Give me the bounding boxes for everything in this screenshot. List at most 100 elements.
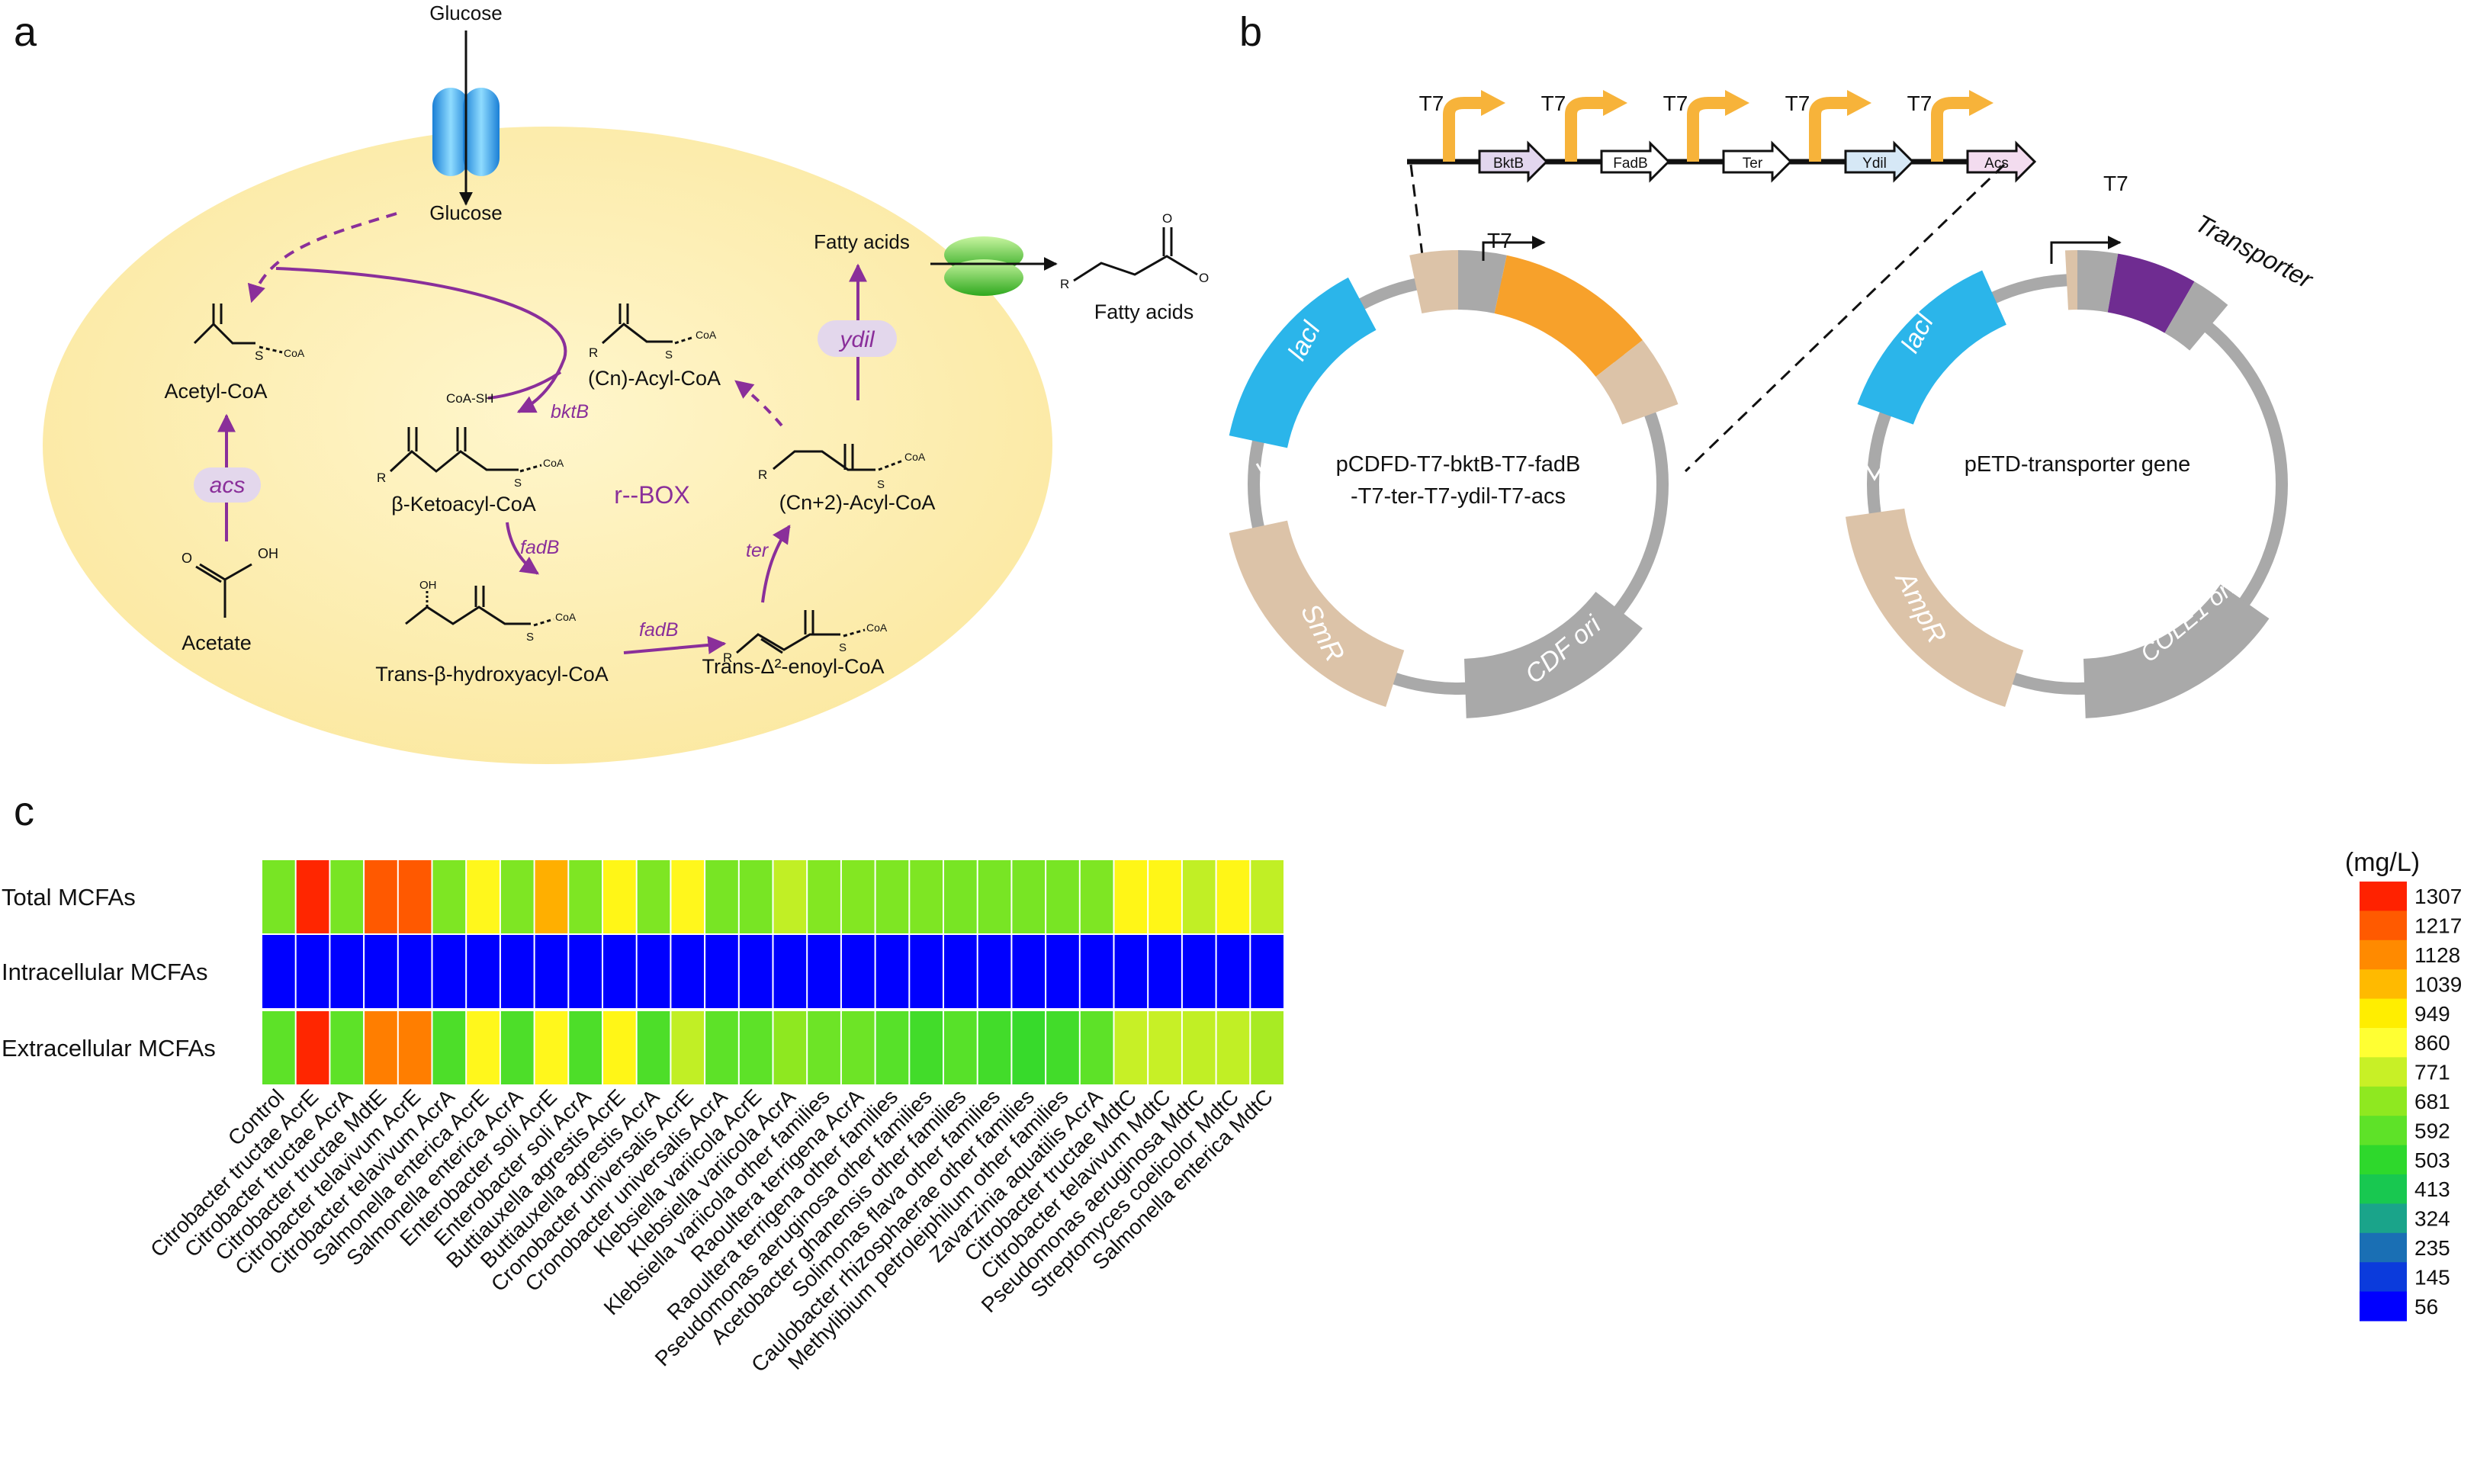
cn-r: R — [589, 345, 598, 360]
heatmap-cell — [944, 935, 977, 1008]
ketoacyl-coa-structure — [389, 427, 542, 473]
zoom-line-right — [1684, 163, 2006, 473]
legend-tick-label: 771 — [2414, 1061, 2450, 1084]
enoyl-coa-structure — [736, 610, 866, 654]
bktb-condensation-arrow — [275, 267, 567, 413]
operon-gene-label: Ter — [1743, 156, 1763, 172]
heatmap-cell — [1216, 860, 1250, 933]
cn2-s: S — [877, 478, 885, 491]
enoyl-s: S — [839, 641, 847, 654]
p2-transporter-label: Transporter — [2191, 209, 2319, 295]
ydil-enzyme-badge — [818, 320, 897, 357]
heatmap-row-label: Extracellular MCFAs — [2, 1035, 216, 1062]
panel-label-a: a — [14, 9, 37, 55]
glucose-outside-label: Glucose — [429, 2, 502, 24]
heatmap-cell — [875, 935, 909, 1008]
operon-gene-label: FadB — [1613, 156, 1647, 172]
heatmap-cell — [296, 1011, 329, 1084]
heatmap-cell — [808, 1011, 840, 1084]
legend-tick-label: 145 — [2414, 1265, 2450, 1289]
heatmap-cell — [875, 860, 909, 933]
heatmap-cell — [365, 860, 397, 933]
cn2-acyl-coa-label: (Cn+2)-Acyl-CoA — [779, 491, 936, 514]
operon-gene-block — [1844, 140, 1915, 183]
fa-r: R — [1060, 277, 1069, 291]
operon-t7-label: T7 — [1419, 92, 1444, 115]
heatmap-cell — [671, 1011, 705, 1084]
hydroxyacyl-coa-label: Trans-β-hydroxyacyl-CoA — [375, 663, 609, 686]
acetyl-s: S — [255, 349, 263, 363]
p2-t7-label: T7 — [2103, 172, 2128, 195]
p2-name: pETD-transporter gene — [1965, 452, 2191, 477]
heatmap-cell — [1080, 860, 1113, 933]
p1-cdf-ori-segment — [1463, 591, 1643, 718]
hydroxy-coa: CoA — [555, 611, 577, 623]
p1-lacl-segment — [1229, 277, 1377, 449]
promoter-arrowhead-icon — [1847, 90, 1871, 116]
heatmap-cell — [1182, 860, 1216, 933]
operon-t7-label: T7 — [1541, 92, 1566, 115]
plasmid-pcdfd — [1229, 236, 1679, 718]
promoter-arrow-icon — [1443, 97, 1484, 162]
cn-acyl-coa-label: (Cn)-Acyl-CoA — [588, 367, 721, 390]
legend-tick-label: 1039 — [2414, 972, 2462, 996]
legend-tick-label: 592 — [2414, 1119, 2450, 1142]
p2-cole1-ori-segment — [2083, 583, 2270, 718]
fa-o2: O — [1199, 271, 1209, 285]
operon-gene-label: Ydil — [1862, 156, 1887, 172]
legend-tick-label: 1217 — [2414, 914, 2462, 938]
heatmap-row-label: Total MCFAs — [2, 884, 136, 911]
legend-swatch — [2360, 969, 2407, 1000]
heatmap-cell — [296, 860, 329, 933]
heatmap-cell — [1182, 1011, 1216, 1084]
p2-promoter-segment — [2077, 250, 2119, 313]
legend-swatch — [2360, 1028, 2407, 1058]
operon-gene-block — [1478, 140, 1549, 183]
enoyl-r: R — [723, 650, 732, 665]
heatmap-cell — [603, 1011, 636, 1084]
fadb-label-1: fadB — [520, 537, 559, 558]
heatmap-cell — [535, 860, 568, 933]
heatmap-cell — [1012, 1011, 1046, 1084]
fatty-acids-outside-label: Fatty acids — [1094, 300, 1194, 323]
coa-release-arrow — [487, 371, 562, 400]
panel-label-b: b — [1239, 9, 1262, 55]
heatmap-cell — [500, 1011, 534, 1084]
heatmap-cell — [535, 935, 568, 1008]
heatmap-cell — [1046, 1011, 1079, 1084]
r-box-label: r--BOX — [614, 481, 690, 509]
p1-name-line1: pCDFD-T7-bktB-T7-fadB — [1336, 452, 1581, 477]
heatmap-cell — [978, 935, 1011, 1008]
legend-swatch — [2360, 1232, 2407, 1263]
heatmap-cell — [773, 860, 807, 933]
heatmap-cell — [637, 1011, 670, 1084]
heatmap-cell — [671, 935, 705, 1008]
heatmap-cell — [262, 860, 295, 933]
hydroxyacyl-coa-structure — [405, 586, 554, 627]
fa-o1: O — [1162, 211, 1172, 226]
legend-swatch — [2360, 1086, 2407, 1116]
p1-insert-segment — [1493, 255, 1643, 377]
heatmap-cell — [1216, 1011, 1250, 1084]
glycolysis-dashed-arrow — [247, 212, 397, 304]
p1-name-line2: -T7-ter-T7-ydil-T7-acs — [1351, 484, 1566, 509]
heatmap-cell — [262, 1011, 295, 1084]
heatmap-cell — [603, 935, 636, 1008]
heatmap-cell — [739, 935, 773, 1008]
legend-tick-label: 1307 — [2414, 885, 2462, 908]
heatmap-cell — [500, 860, 534, 933]
heatmap-cell — [535, 1011, 568, 1084]
heatmap-cell — [875, 1011, 909, 1084]
legend-swatch — [2360, 1291, 2407, 1322]
legend-tick-label: 860 — [2414, 1031, 2450, 1055]
p2-ampr-direction-icon — [1864, 463, 1885, 481]
p1-promoter-arrow-icon — [1482, 236, 1546, 261]
promoter-arrowhead-icon — [1969, 90, 1993, 116]
heatmap-cell — [432, 935, 466, 1008]
heatmap-cell — [671, 860, 705, 933]
operon-gene-block — [1966, 140, 2037, 183]
heatmap-cell — [739, 860, 773, 933]
